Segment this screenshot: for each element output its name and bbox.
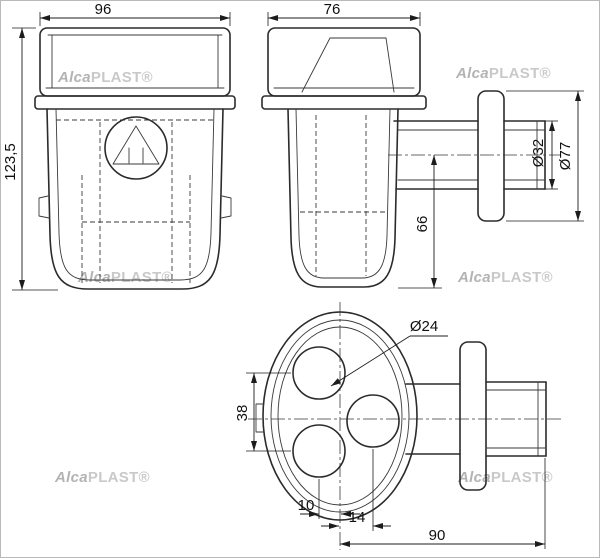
alcaplast-logo-watermark: AlcaPLAST® <box>455 65 551 82</box>
dimension-offset-right: 14 <box>321 449 391 531</box>
dim-offset-right-label: 14 <box>349 509 366 526</box>
dimension-front-height: 123,5 <box>2 27 58 291</box>
rim-side <box>261 95 427 110</box>
dim-offset-left-label: 10 <box>298 497 315 514</box>
dimension-total-length: 90 <box>340 458 546 549</box>
dimension-pipe-axis-height: 66 <box>398 155 442 289</box>
dimension-front-width: 96 <box>39 1 231 26</box>
alcaplast-logo-watermark: AlcaPLAST® <box>54 469 150 486</box>
hole-right <box>346 394 400 448</box>
rim-front <box>34 95 236 110</box>
dim-hole-diameter-label: Ø24 <box>410 318 438 335</box>
alcaplast-logo-watermark: AlcaPLAST® <box>457 269 553 286</box>
lid-handle <box>301 37 395 93</box>
dim-front-height-label: 123,5 <box>2 143 19 181</box>
cup-body-side <box>287 108 399 288</box>
dimension-side-width: 76 <box>267 1 421 26</box>
wall-flange-bottom <box>459 341 487 491</box>
dimension-hole-diameter: Ø24 <box>330 318 448 387</box>
dimension-offset-left: 10 <box>298 479 360 519</box>
hole-bottom-left <box>292 424 346 478</box>
dimension-hole-pitch: 38 <box>234 372 291 452</box>
dim-flange-od-label: Ø77 <box>557 142 574 170</box>
wall-flange-side <box>477 90 505 222</box>
dim-pipe-od-label: Ø32 <box>530 139 547 167</box>
flow-triangle-icon <box>112 125 160 165</box>
inlet-circle <box>104 116 168 180</box>
alcaplast-logo-watermark: AlcaPLAST® <box>57 69 153 86</box>
body-oval-inner <box>270 319 410 513</box>
dim-pipe-axis-height-label: 66 <box>414 216 431 233</box>
bottom-view: Ø24 38 10 14 90 <box>234 302 562 550</box>
front-view: 96 123,5 <box>2 1 236 291</box>
dim-total-length-label: 90 <box>429 527 446 544</box>
dimension-pipe-od: Ø32 <box>530 120 558 190</box>
side-view: 76 66 Ø32 Ø77 <box>261 1 584 289</box>
alcaplast-logo-watermark: AlcaPLAST® <box>457 469 553 486</box>
dimension-flange-od: Ø77 <box>506 90 584 222</box>
mount-tab-left <box>38 195 50 219</box>
dim-hole-pitch-label: 38 <box>234 405 251 422</box>
alcaplast-logo-watermarks: AlcaPLAST® AlcaPLAST® AlcaPLAST® AlcaPLA… <box>54 65 553 486</box>
body-oval-outer <box>262 311 418 521</box>
dim-side-width-label: 76 <box>324 1 341 18</box>
cup-body-front <box>46 108 224 290</box>
hole-top-left <box>292 346 346 400</box>
dim-front-width-label: 96 <box>95 1 112 18</box>
alcaplast-logo-watermark: AlcaPLAST® <box>77 269 173 286</box>
mount-tab-right <box>220 195 232 219</box>
